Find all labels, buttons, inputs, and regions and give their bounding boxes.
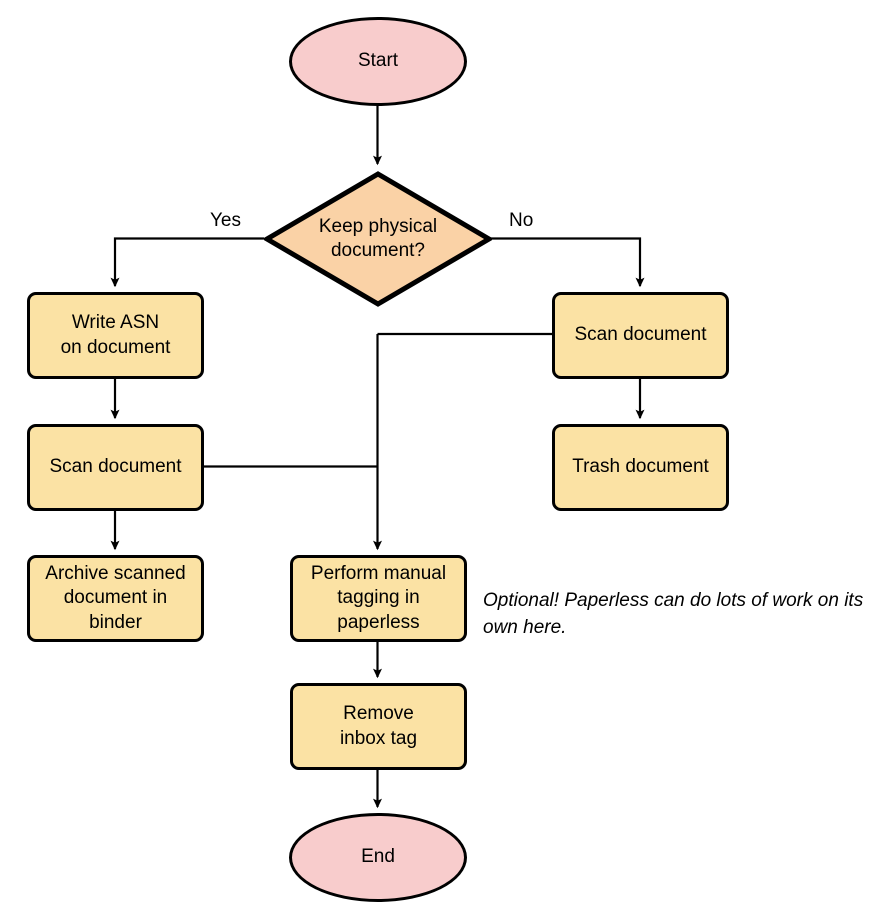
node-remove-inbox-tag[interactable]: Remove inbox tag <box>290 683 467 770</box>
node-end[interactable]: End <box>289 813 467 902</box>
node-trash-document[interactable]: Trash document <box>552 424 729 511</box>
edge-label-no-text: No <box>509 210 534 231</box>
edge-label-no: No <box>509 210 533 232</box>
node-archive-label: Archive scanned document in binder <box>45 563 186 633</box>
edge-label-yes-text: Yes <box>210 210 241 231</box>
node-start-label: Start <box>357 50 399 72</box>
edge-decision-no-to-scan-right <box>491 237 645 288</box>
node-archive-scanned-document[interactable]: Archive scanned document in binder <box>27 555 204 642</box>
node-end-label: End <box>361 846 395 868</box>
edge-decision-yes-to-write-asn <box>110 237 264 288</box>
node-scan-document-right-label: Scan document <box>574 324 707 346</box>
diamond-shape-icon <box>264 171 492 307</box>
node-perform-manual-tagging-label: Perform manual tagging in paperless <box>310 563 447 633</box>
node-remove-inbox-tag-label: Remove inbox tag <box>339 703 418 749</box>
node-trash-document-label: Trash document <box>572 456 709 478</box>
edge-label-yes: Yes <box>210 210 241 232</box>
node-write-asn-label: Write ASN on document <box>60 312 171 358</box>
node-perform-manual-tagging[interactable]: Perform manual tagging in paperless <box>290 555 467 642</box>
node-start[interactable]: Start <box>289 17 467 106</box>
node-scan-document-left-label: Scan document <box>49 456 182 478</box>
node-scan-document-left[interactable]: Scan document <box>27 424 204 511</box>
node-decision-keep-physical-document[interactable]: Keep physical document? <box>264 171 492 307</box>
node-write-asn-on-document[interactable]: Write ASN on document <box>27 292 204 379</box>
node-scan-document-right[interactable]: Scan document <box>552 292 729 379</box>
note-optional-text: Optional! Paperless can do lots of work … <box>483 590 864 638</box>
note-optional-paperless: Optional! Paperless can do lots of work … <box>483 588 887 641</box>
